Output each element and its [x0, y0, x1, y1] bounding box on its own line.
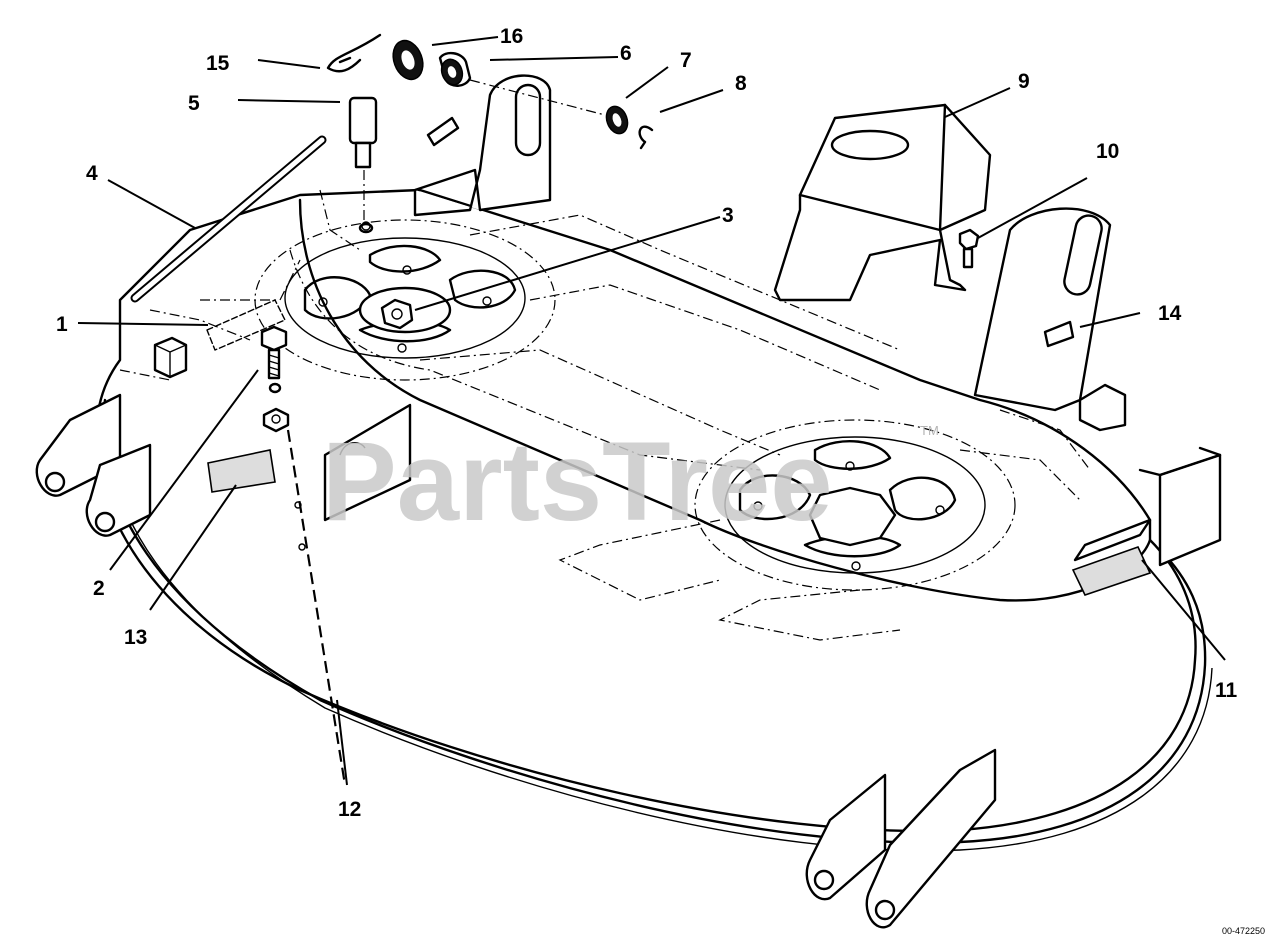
callout-9: 9 — [1018, 70, 1030, 93]
watermark: PartsTree — [322, 419, 833, 544]
bolt-10 — [958, 228, 980, 269]
callout-12: 12 — [338, 798, 361, 821]
rod — [130, 135, 327, 303]
decals — [206, 299, 1152, 596]
callout-16: 16 — [500, 25, 523, 48]
rear-bracket-left — [413, 74, 552, 217]
callout-4: 4 — [86, 162, 98, 185]
leader-lines — [77, 36, 1226, 786]
callout-8: 8 — [735, 72, 747, 95]
watermark-trademark: TM — [920, 423, 939, 438]
callout-2: 2 — [93, 577, 105, 600]
drawing-code: 00-472250 — [1222, 926, 1265, 936]
center-bracket — [323, 403, 412, 522]
front-hitch-brackets — [35, 393, 152, 537]
center-nut — [380, 298, 414, 330]
callout-3: 3 — [722, 204, 734, 227]
callout-6: 6 — [620, 42, 632, 65]
callout-numbers: 1 2 3 4 5 6 7 8 9 10 11 12 13 14 15 16 — [56, 25, 1238, 821]
belt-shield — [773, 103, 992, 302]
small-parts — [326, 33, 654, 150]
callout-13: 13 — [124, 626, 147, 649]
spacer-nut — [153, 336, 188, 379]
callout-1: 1 — [56, 313, 68, 336]
callout-11: 11 — [1215, 679, 1238, 702]
bolt-assembly — [260, 325, 347, 786]
side-brackets — [1073, 383, 1222, 567]
callout-14: 14 — [1158, 302, 1182, 325]
callout-15: 15 — [206, 52, 230, 75]
rear-hitch-brackets — [805, 748, 997, 929]
callout-10: 10 — [1096, 140, 1119, 163]
callout-5: 5 — [188, 92, 200, 115]
right-spindle — [694, 419, 1016, 591]
right-bracket — [973, 207, 1112, 412]
callout-7: 7 — [680, 49, 692, 72]
adjuster — [348, 96, 378, 234]
